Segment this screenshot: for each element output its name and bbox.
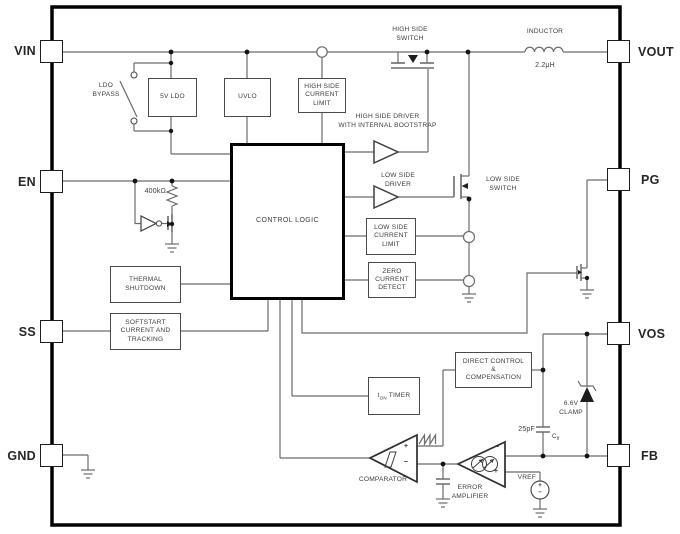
block-direct-control: DIRECT CONTROL & COMPENSATION <box>455 352 532 388</box>
zener-cathode-icon <box>577 380 597 392</box>
block-ton-timer: tON TIMER <box>368 377 420 415</box>
pin-label-en: EN <box>18 175 36 189</box>
resistor-icon <box>165 185 179 207</box>
vref-minus-mark: − <box>538 489 542 496</box>
pin-ss <box>40 320 63 343</box>
hysteresis-icon <box>384 451 397 468</box>
low-side-driver-icon <box>373 184 400 210</box>
pin-label-gnd: GND <box>7 449 36 463</box>
low-side-driver-label: LOW SIDE DRIVER <box>381 172 415 188</box>
pin-vos <box>607 322 630 345</box>
pin-label-vout: VOUT <box>638 45 674 59</box>
cap-value-label: 25pF <box>518 426 535 433</box>
pin-vin <box>40 40 63 63</box>
high-side-driver-icon <box>373 139 400 165</box>
block-low-side-current-limit: LOW SIDE CURRENT LIMIT <box>366 218 416 255</box>
block-thermal-shutdown: THERMAL SHUTDOWN <box>110 266 181 303</box>
zener-diode-icon <box>580 387 594 402</box>
vref-source-icon <box>530 480 550 500</box>
block-uvlo: UVLO <box>224 78 271 117</box>
pin-label-fb: FB <box>641 449 659 463</box>
zero-current-sense-icon <box>462 274 476 288</box>
block-5v-ldo: 5V LDO <box>148 78 197 117</box>
bypass-switch-contact-icon <box>130 71 138 79</box>
vref-plus-mark: + <box>538 482 542 489</box>
clamp-label: 6.6V CLAMP <box>559 400 583 416</box>
hs-current-sense-icon <box>316 46 328 58</box>
high-side-switch-label: HIGH SIDE SWITCH <box>392 26 428 42</box>
error-amplifier-icon <box>456 440 506 489</box>
en-resistor-value-label: 400kΩ <box>144 188 166 195</box>
error-amp-minus-mark: − <box>494 442 500 451</box>
ls-current-sense-icon <box>462 230 476 244</box>
error-amp-plus-mark: + <box>493 466 499 475</box>
comparator-label: COMPARATOR <box>358 476 408 483</box>
pin-vout <box>607 40 630 63</box>
comparator-minus-mark: − <box>403 457 409 466</box>
pin-label-vos: VOS <box>638 327 666 341</box>
inductor-icon <box>524 46 564 53</box>
pin-en <box>40 170 63 193</box>
pin-pg <box>607 168 630 191</box>
cap-name-label: Cff <box>552 433 560 442</box>
block-zero-current-detect: ZERO CURRENT DETECT <box>368 262 416 298</box>
high-side-driver-label: HIGH SIDE DRIVER WITH INTERNAL BOOTSTRAP <box>338 113 437 129</box>
pin-label-ss: SS <box>18 325 36 339</box>
wires <box>63 46 607 518</box>
comparator-plus-mark: + <box>403 441 409 450</box>
inductor-label: INDUCTOR <box>526 28 564 35</box>
low-side-switch-label: LOW SIDE SWITCH <box>486 176 520 192</box>
block-control-logic: CONTROL LOGIC <box>230 143 345 300</box>
vref-label: VREF <box>517 474 536 481</box>
pin-fb <box>607 444 630 467</box>
inductor-value-label: 2.2μH <box>535 62 555 69</box>
ldo-bypass-label: LDO BYPASS <box>92 82 120 98</box>
pin-gnd <box>40 444 63 467</box>
block-softstart: SOFTSTART CURRENT AND TRACKING <box>110 313 181 350</box>
mosfet-arrows <box>167 55 582 275</box>
pin-label-pg: PG <box>641 173 660 187</box>
junction-dots <box>132 49 590 467</box>
inverter-icon <box>140 215 158 232</box>
error-amplifier-label: ERROR AMPLIFIER <box>451 484 489 500</box>
block-high-side-current-limit: HIGH SIDE CURRENT LIMIT <box>298 78 346 113</box>
pin-label-vin: VIN <box>14 44 36 58</box>
bypass-switch-contact-icon <box>130 117 138 125</box>
low-side-mosfet-icon <box>453 52 470 232</box>
ramp-waveform-icon <box>418 432 437 447</box>
inverter-bubble-icon <box>155 220 163 227</box>
